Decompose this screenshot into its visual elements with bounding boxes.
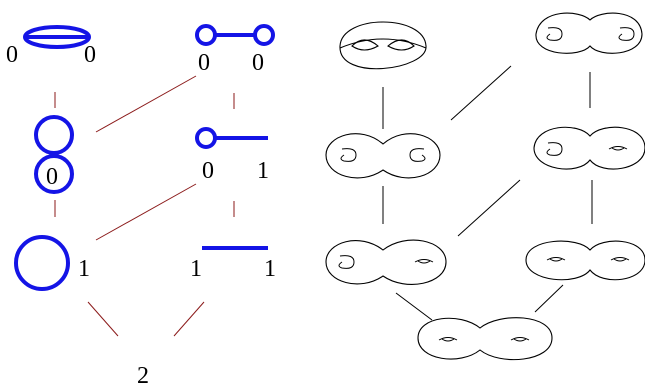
connector-loopedge-circle — [95, 183, 197, 241]
loop-edge-label-left: 0 — [202, 158, 214, 184]
genus2-pinched-both-handles — [325, 133, 441, 179]
theta-label-left: 0 — [6, 42, 18, 68]
connector-circle-point — [87, 301, 119, 337]
surface-connector-5 — [457, 179, 521, 237]
circle-graph — [14, 235, 70, 291]
point-label: 2 — [137, 363, 149, 388]
loop-with-edge-graph — [195, 127, 268, 149]
surface-connector-8 — [534, 284, 564, 313]
dumbbell-label-right: 0 — [252, 50, 264, 76]
two-tori — [525, 240, 645, 281]
genus2-pinched-twice-top — [339, 21, 427, 70]
circle-label: 1 — [78, 256, 90, 282]
genus2-smooth — [417, 317, 553, 361]
theta-graph — [23, 25, 91, 49]
surface-connector-2 — [450, 65, 512, 121]
dumbbell-label-left: 0 — [198, 50, 210, 76]
figure-eight-graph — [34, 115, 74, 194]
two-spheres-pinched — [535, 12, 643, 54]
segment-label-right: 1 — [264, 256, 276, 282]
right-connectors — [382, 65, 593, 321]
theta-label-right: 0 — [84, 42, 96, 68]
genus2-one-pinch — [325, 239, 447, 285]
figure-eight-label: 0 — [46, 164, 58, 190]
left-connectors — [54, 75, 235, 337]
dumbbell-graph — [195, 24, 275, 46]
loop-edge-label-right: 1 — [257, 158, 269, 184]
segment-label-left: 1 — [190, 256, 202, 282]
surface-connector-7 — [395, 292, 433, 321]
connector-segment-point — [173, 301, 205, 337]
connector-dumbbell-figure8 — [95, 75, 197, 133]
sphere-and-torus-pinched — [533, 126, 645, 170]
